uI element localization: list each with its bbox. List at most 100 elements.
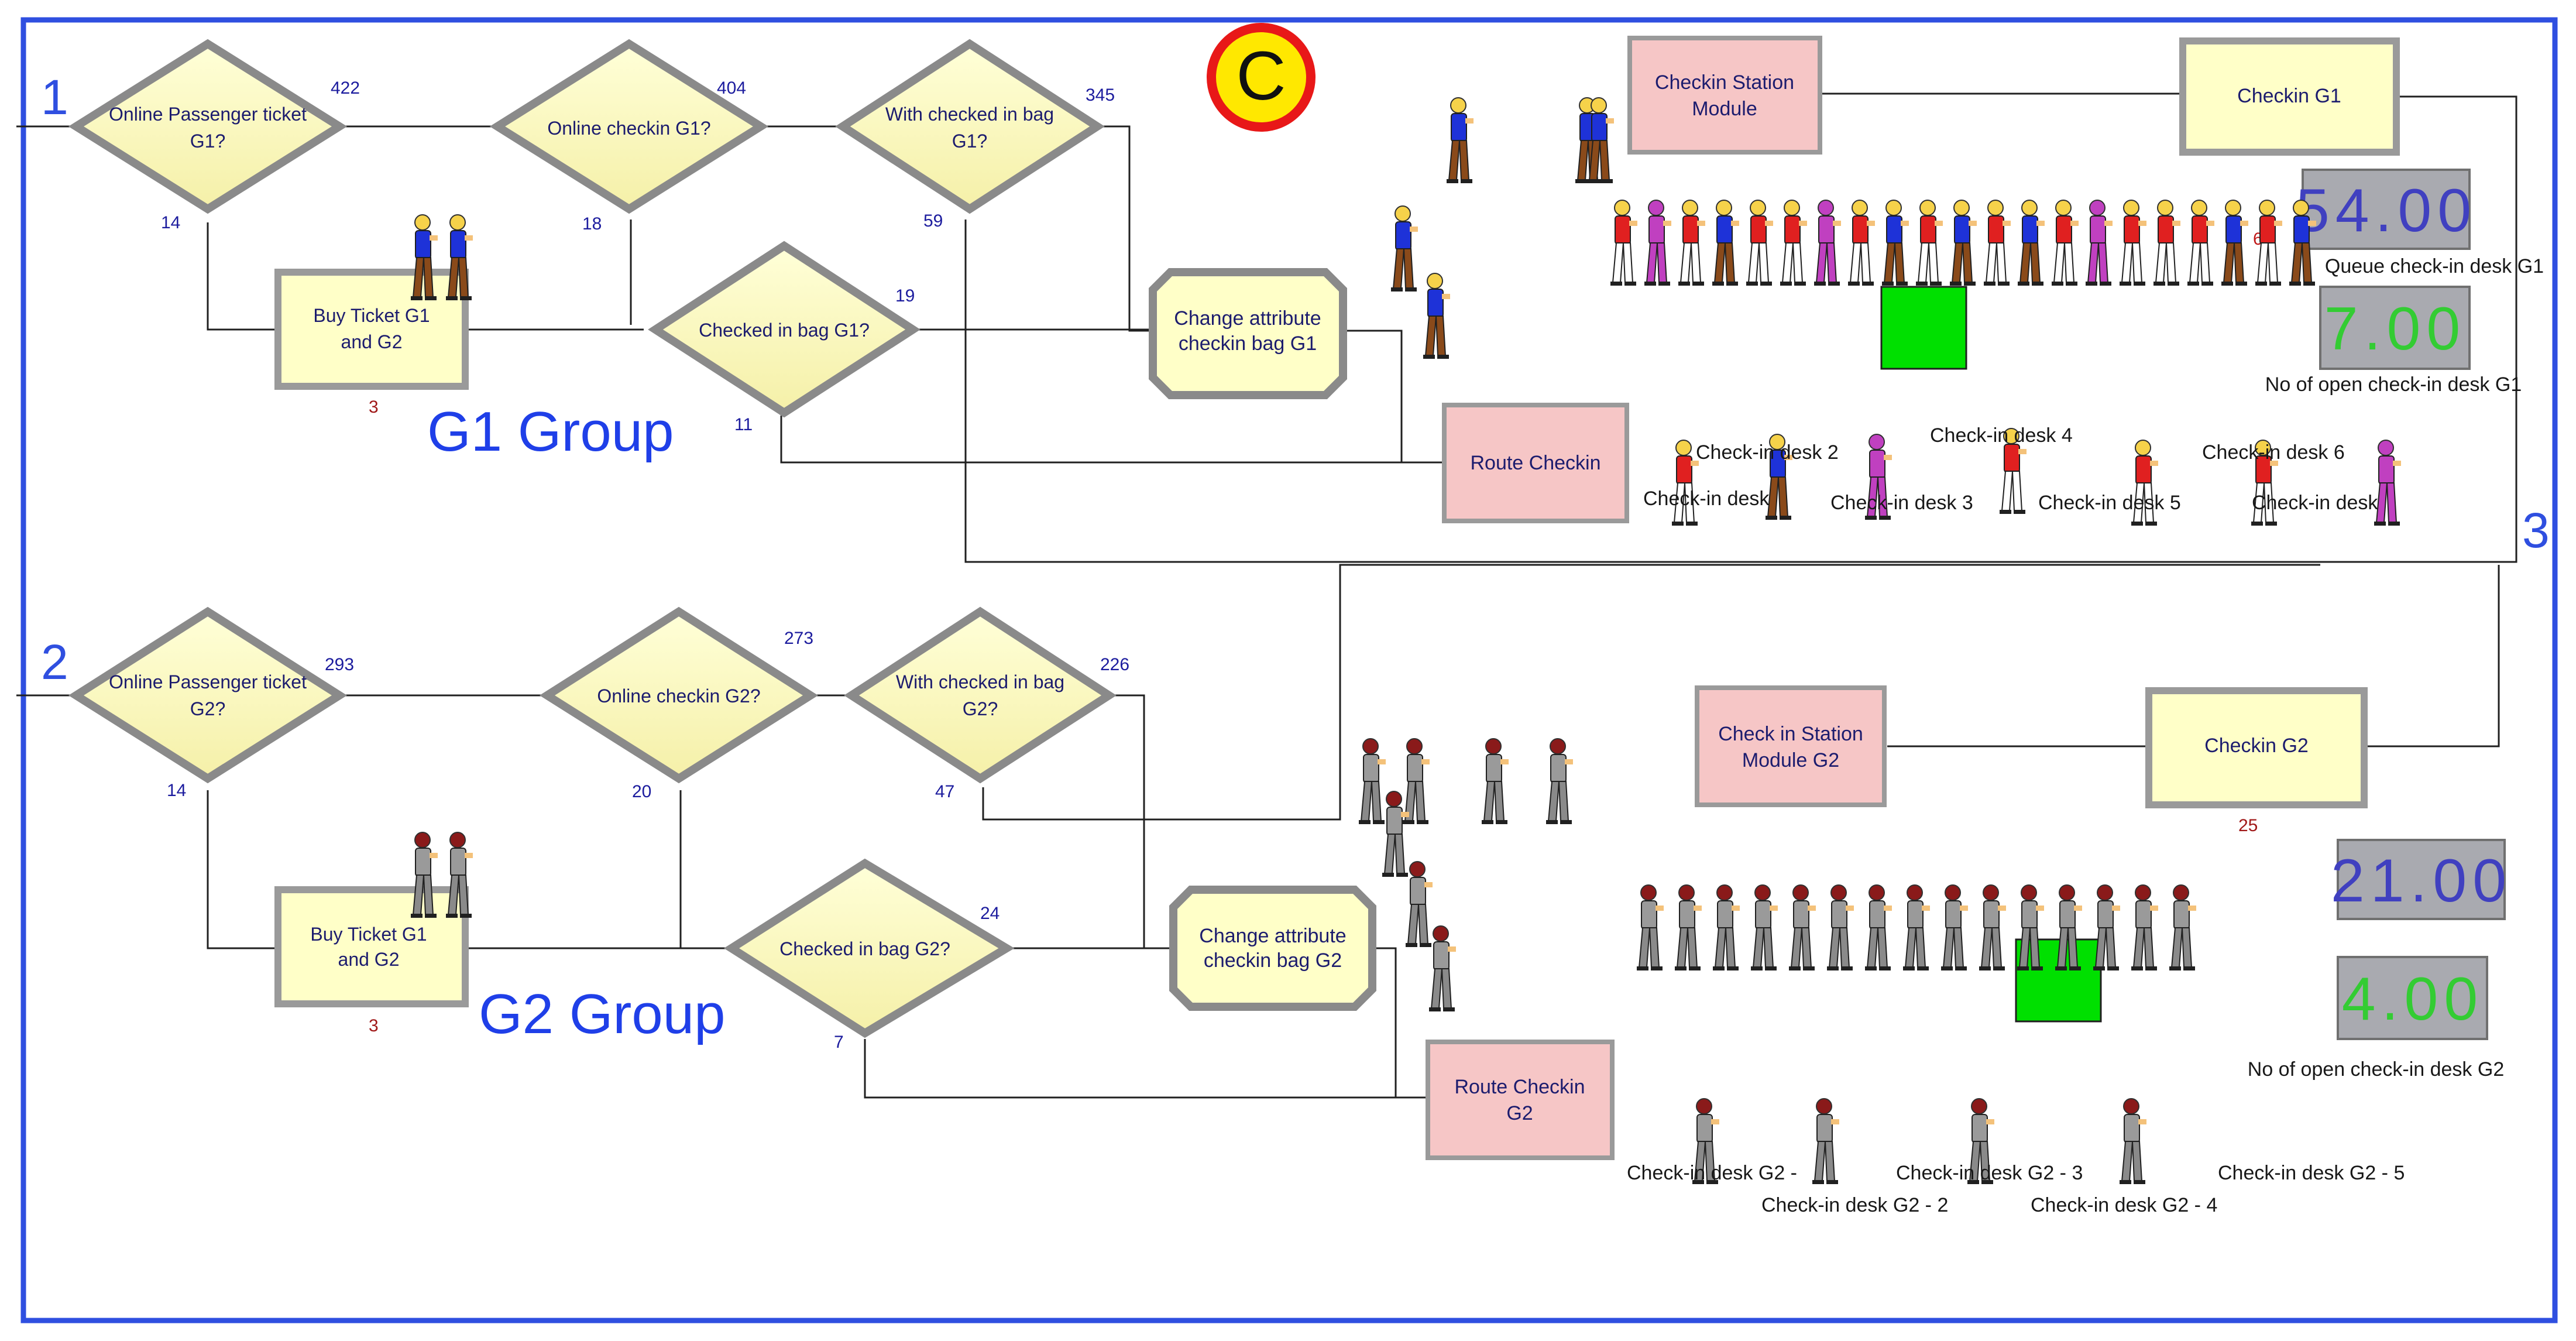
desk-labels-g1: Check-in desk 2 Check-in desk 4 Check-in… (1643, 424, 2378, 514)
decision-checked-in-bag-g1[interactable]: Checked in bag G1? 19 11 (648, 241, 921, 434)
svg-text:Online checkin G2?: Online checkin G2? (597, 685, 760, 706)
passenger-figure (2055, 884, 2082, 970)
passenger-figure (1812, 1098, 1839, 1184)
passenger-figure (2000, 428, 2027, 514)
section-marker-2: 2 (41, 635, 68, 690)
count-no: 59 (923, 211, 943, 231)
passenger-figure (1587, 97, 1614, 183)
count-no: 11 (734, 415, 753, 434)
passenger-figure (1916, 200, 1943, 286)
count-no: 14 (161, 213, 180, 232)
passenger-figure (411, 214, 438, 300)
count-out: 19 (895, 286, 915, 306)
passenger-figure (1848, 200, 1875, 286)
svg-text:Route Checkin: Route Checkin (1470, 452, 1600, 474)
section-marker-1: 1 (41, 70, 68, 125)
server-g1 (1880, 286, 1967, 370)
decision-online-checkin-g2[interactable]: Online checkin G2? 273 20 (539, 606, 819, 801)
passenger-figure (1382, 791, 1409, 877)
svg-text:Checked in bag G2?: Checked in bag G2? (779, 938, 950, 959)
process-checkin-g1[interactable]: Checkin G1 61 (2179, 37, 2400, 249)
passenger-figure (1644, 200, 1671, 286)
passenger-figure (1814, 200, 1841, 286)
passenger-figure (1406, 861, 1433, 947)
passenger-figure (2221, 200, 2248, 286)
passenger-figure (1827, 884, 1854, 970)
display-queue-g1: 54.00 Queue check-in desk G1 (2296, 169, 2544, 277)
count-no: 14 (167, 781, 186, 800)
decision-checked-in-bag-g2[interactable]: Checked in bag G2? 24 7 (723, 858, 1015, 1052)
passenger-figure (1865, 884, 1892, 970)
count-out: 273 (784, 629, 813, 648)
count-no: 47 (935, 782, 954, 801)
count-out: 226 (1100, 655, 1129, 674)
connector-lines (16, 92, 2517, 1099)
svg-text:No of open check-in desk G2: No of open check-in desk G2 (2248, 1058, 2504, 1081)
passenger-figure (411, 832, 438, 918)
passenger-figure (2017, 884, 2044, 970)
count-out: 345 (1086, 85, 1115, 105)
svg-text:Checked in bag G1?: Checked in bag G1? (699, 320, 870, 341)
svg-text:54.00: 54.00 (2296, 177, 2477, 245)
svg-text:Checkin G2: Checkin G2 (2204, 735, 2309, 757)
passenger-figure (2131, 440, 2158, 526)
display-open-desks-g2: 4.00 No of open check-in desk G2 (2248, 956, 2504, 1081)
desk-label: Check-in desk G2 - 2 (1761, 1194, 1948, 1216)
passenger-figure (2086, 200, 2113, 286)
passenger-figure (2131, 884, 2158, 970)
passenger-figure (2018, 200, 2045, 286)
passenger-figure (2120, 200, 2146, 286)
desk-label: Check-in desk G2 - 5 (2218, 1162, 2405, 1184)
passenger-figure (2374, 440, 2401, 526)
passenger-figure (2251, 440, 2278, 526)
passenger-figure (2169, 884, 2196, 970)
group-label-g1: G1 Group (427, 400, 674, 463)
count-no: 18 (582, 214, 602, 234)
display-queue-g2: 21.00 (2331, 839, 2506, 920)
desk-label: Check-in desk (1643, 488, 1770, 510)
passenger-figure (1359, 738, 1386, 824)
passenger-figure (1979, 884, 2006, 970)
svg-text:No of open check-in desk G1: No of open check-in desk G1 (2265, 373, 2522, 396)
route-checkin-g1[interactable]: Route Checkin (1442, 403, 1629, 523)
passenger-figure (1637, 884, 1664, 970)
passenger-figure (1751, 884, 1778, 970)
count-out: 24 (980, 904, 1000, 923)
desk-label: Check-in desk 3 (1830, 492, 1973, 514)
passenger-figure (2093, 884, 2120, 970)
count-no: 20 (632, 782, 651, 801)
svg-text:Queue check-in desk G1: Queue check-in desk G1 (2325, 255, 2544, 277)
entity-pictures (411, 97, 2401, 1184)
passenger-figure (1672, 440, 1699, 526)
passenger-figure (2153, 200, 2180, 286)
desk-label: Check-in desk G2 - 3 (1896, 1162, 2083, 1184)
display-open-desks-g1: 7.00 No of open check-in desk G1 (2265, 286, 2522, 396)
svg-text:4.00: 4.00 (2342, 965, 2484, 1033)
passenger-figure (2255, 200, 2282, 286)
svg-text:Checkin G1: Checkin G1 (2237, 85, 2341, 107)
passenger-figure (1865, 434, 1892, 520)
passenger-figure (1941, 884, 1968, 970)
passenger-figure (1713, 884, 1740, 970)
desk-label: Check-in desk G2 - (1627, 1162, 1797, 1184)
decision-online-checkin-g1[interactable]: Online checkin G1? 404 18 (489, 39, 769, 234)
passenger-figure (446, 214, 473, 300)
passenger-figure (1746, 200, 1773, 286)
desk-label: Check-in desk 6 (2202, 441, 2345, 464)
process-checkin-g2[interactable]: Checkin G2 25 (2145, 687, 2368, 835)
